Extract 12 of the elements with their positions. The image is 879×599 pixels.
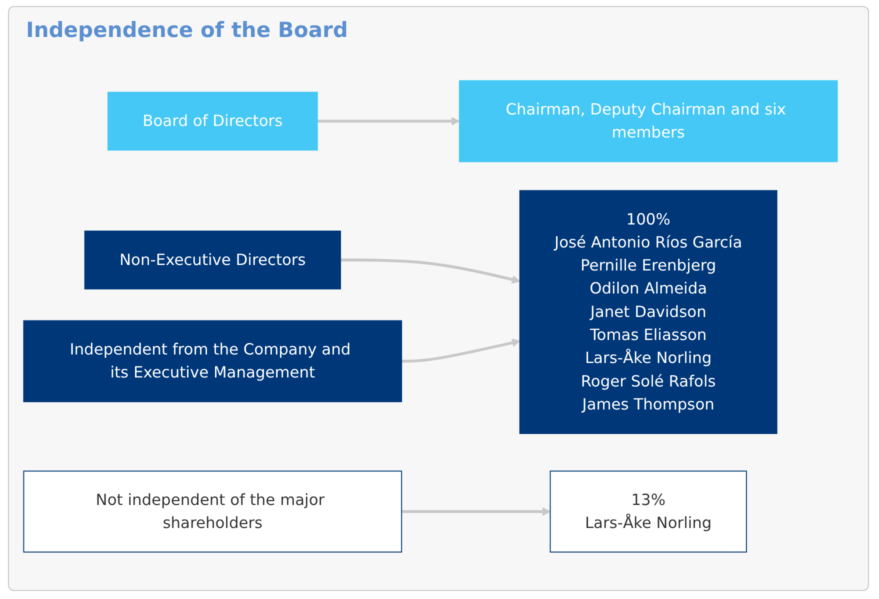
node-box: Independent from the Company and its Executive Management [23,320,402,402]
node-box: Board of Directors [107,91,318,150]
arrow [402,338,520,362]
diagram-title: Independence of the Board [26,18,348,42]
node-box: Chairman, Deputy Chairman and six members [458,80,838,162]
node-box: 13% Lars-Åke Norling [550,470,747,552]
arrow [317,116,460,126]
node-box: Not independent of the major shareholders [23,470,402,552]
arrow [402,506,551,516]
node-box: Non-Executive Directors [84,230,341,290]
arrow [340,258,520,284]
node-box: 100% José Antonio Ríos García Pernille Erenbjerg Odilon Almeida Janet Davidson Tomas Eliasson Lars-Åke Norling Roger Solé Rafols James Thompson [519,190,778,434]
